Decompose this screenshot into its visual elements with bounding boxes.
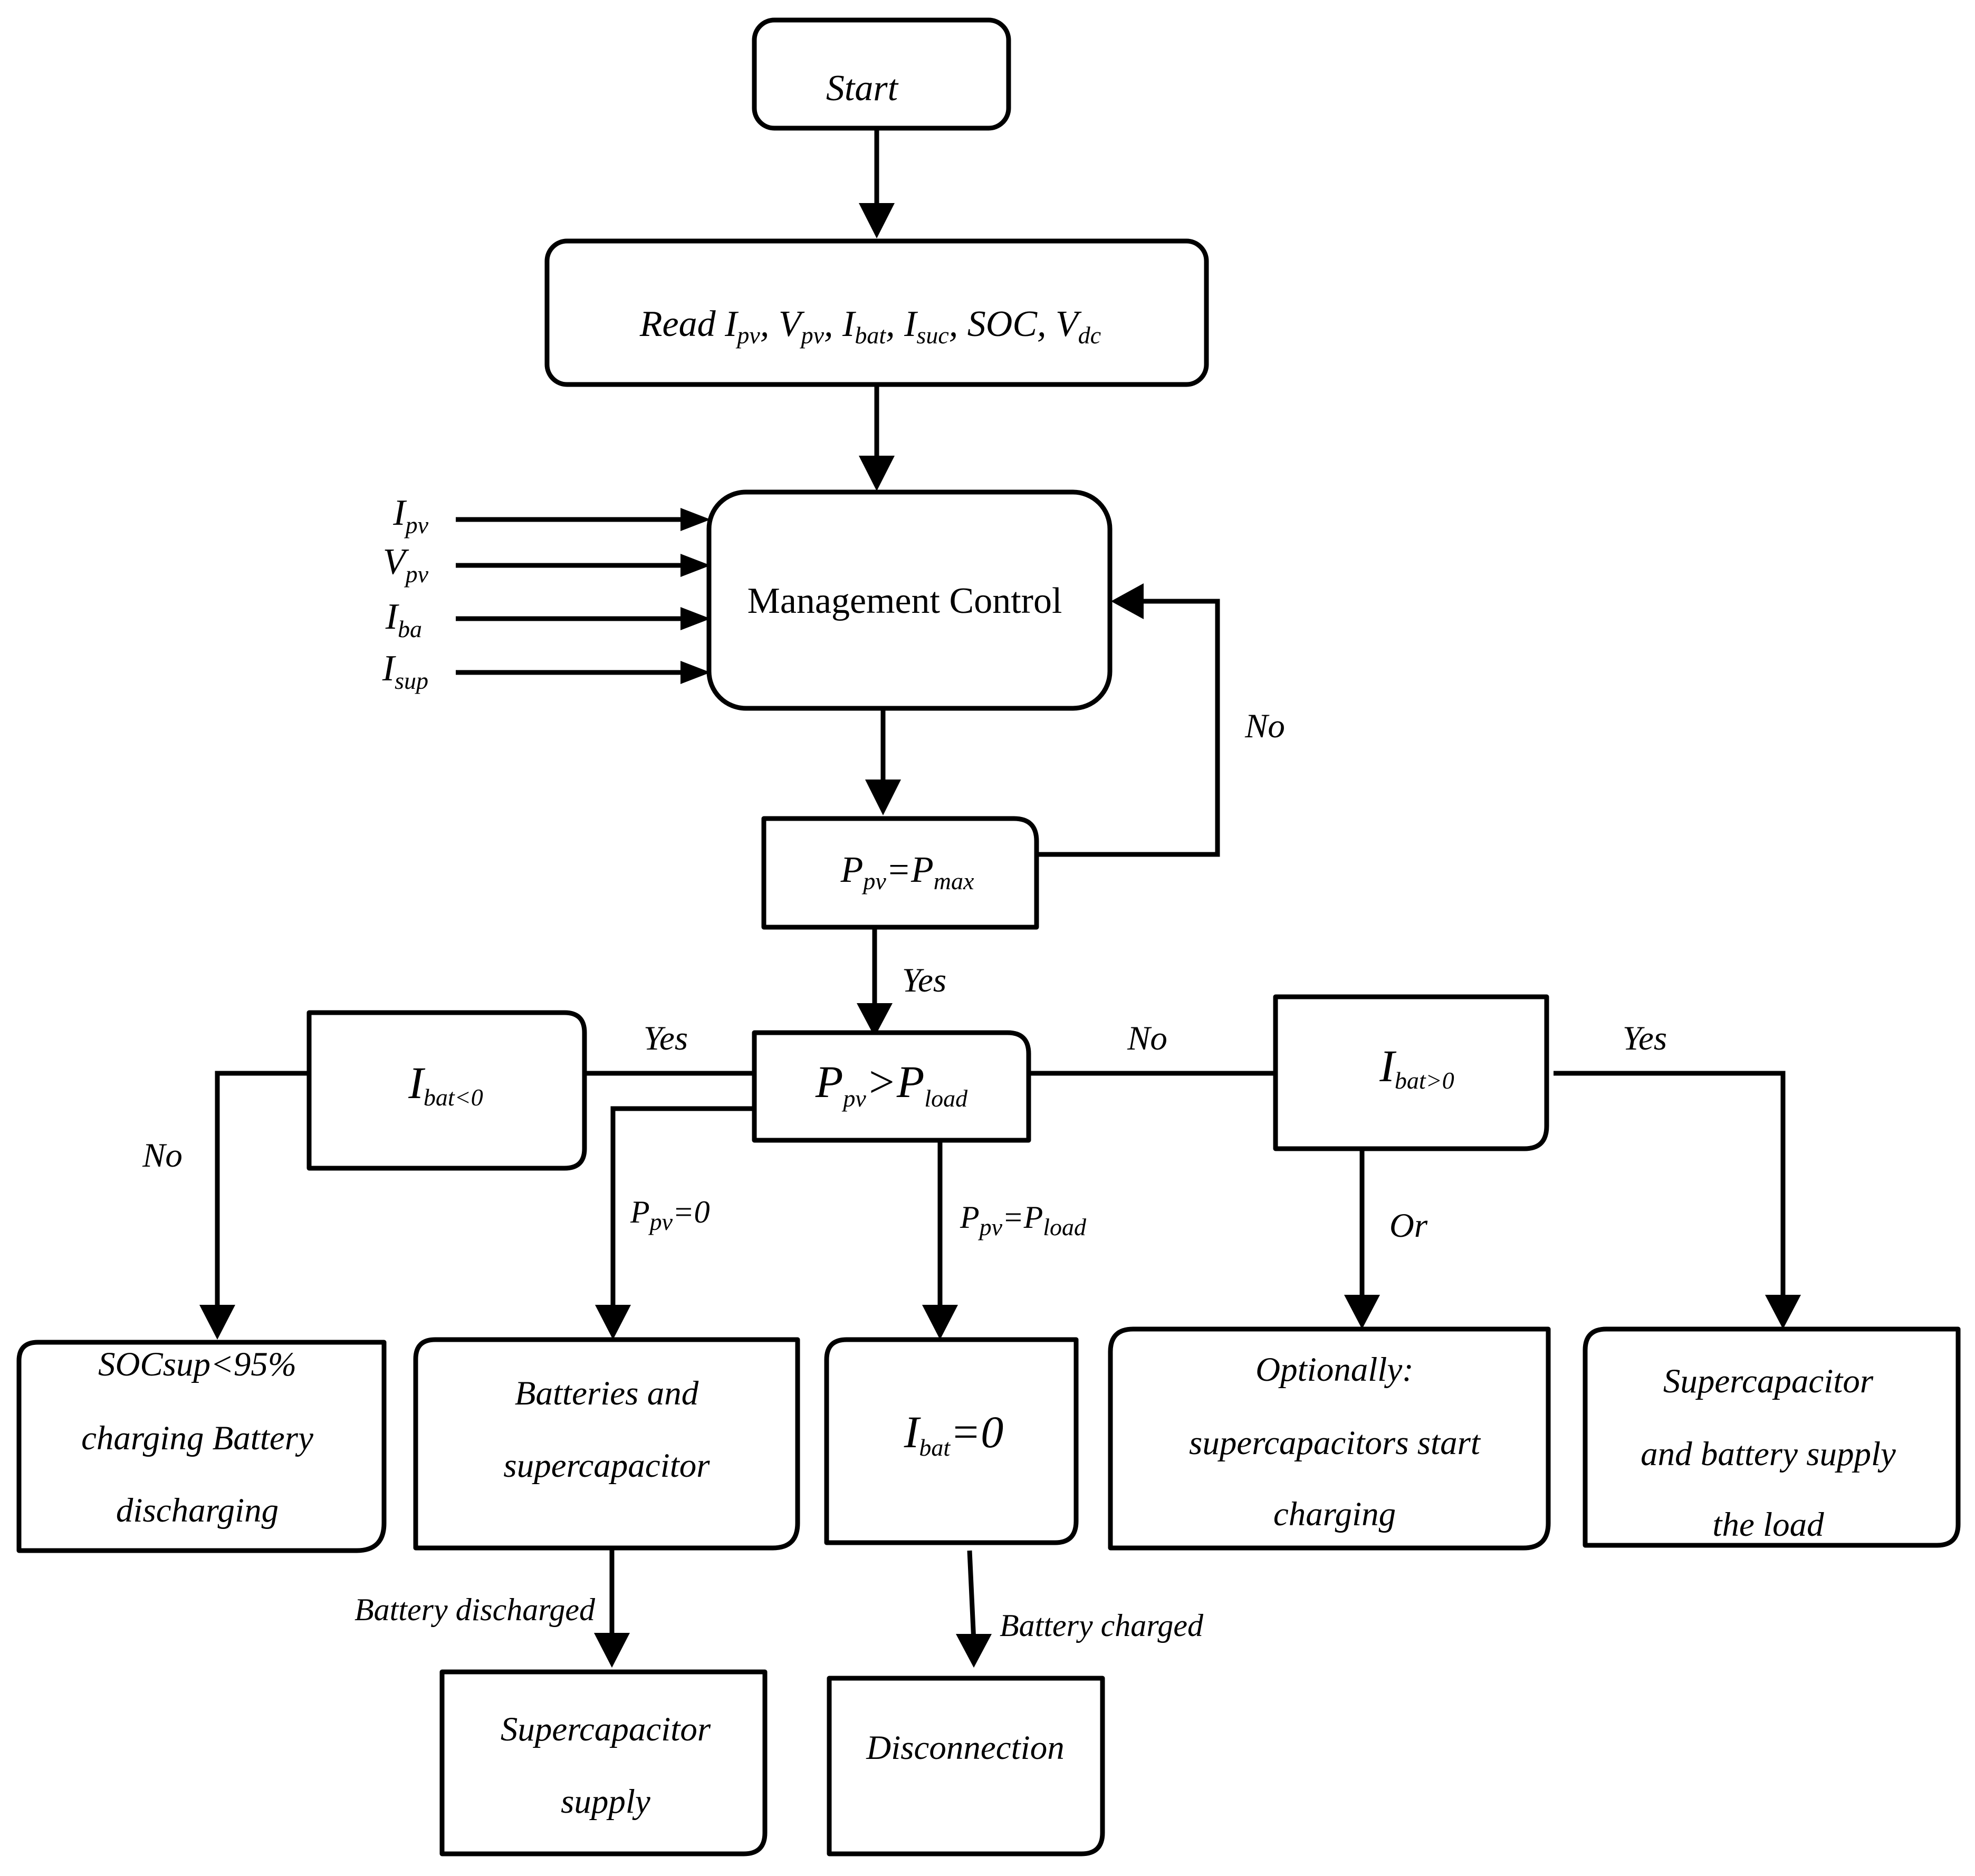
edge-label-ppv-pload: Ppv=Pload [960,1200,1087,1240]
arrowhead [595,1305,631,1340]
arrowhead [680,508,711,531]
supply-load-box [1583,1326,1961,1548]
connector-ibat-pos-supply [1554,1071,1786,1303]
arrowhead [1344,1295,1380,1329]
decision-label-ibat-negative: Ibat<0 [408,1057,483,1111]
decision-box-pload [752,1030,1031,1143]
arrowhead [680,554,711,577]
optionally-line-2: supercapacitors start [1189,1424,1481,1462]
soc-charging-box [16,1340,387,1553]
arrowhead [922,1305,958,1340]
read-label: Read Ipv, Vpv, Ibat, Isuc, SOC, Vdc [639,304,1101,349]
start-box [752,17,1011,131]
connector-ibat-neg-soc [215,1071,308,1313]
decision-box-pmax [761,816,1039,930]
supply-load-line-1: Supercapacitor [1663,1362,1874,1400]
disconnection-label: Disconnection [866,1729,1064,1767]
batteries-line-1: Batteries and [515,1374,699,1412]
supercapacitor-supply-box [439,1669,768,1856]
edge-label-battery-charged: Battery charged [1000,1608,1204,1643]
edge-label-or: Or [1389,1207,1428,1245]
start-label: Start [826,68,899,109]
input-label-vpv: Vpv [383,542,429,588]
arrowhead [1765,1295,1801,1329]
decision-box-ibat-negative [306,1010,587,1171]
optionally-charging-box [1108,1326,1551,1551]
edge-label-no-feedback: No [1244,707,1285,745]
arrowhead [680,661,711,684]
optionally-line-1: Optionally: [1255,1351,1414,1389]
batteries-supercapacitor-box [413,1337,800,1551]
edge-label-yes-left: Yes [644,1019,688,1057]
arrowhead [199,1305,235,1340]
arrowhead [594,1633,630,1668]
decision-label-pload: Ppv>Pload [815,1056,968,1112]
arrowhead [859,203,895,238]
decision-label-ibat-positive: Ibat>0 [1379,1041,1454,1094]
batteries-line-2: supercapacitor [503,1447,710,1485]
management-control-box [706,489,1113,711]
arrowhead [1111,583,1144,619]
supply-load-line-2: and battery supply [1641,1435,1896,1473]
edge-label-no-left: No [142,1137,183,1175]
decision-box-ibat-positive [1273,994,1549,1151]
edge-label-yes-right: Yes [1623,1019,1667,1057]
disconnection-box [827,1676,1105,1856]
arrowhead [680,607,711,630]
super-supply-line-1: Supercapacitor [501,1710,711,1748]
input-label-isup: Isup [382,648,428,694]
connector-ibat-zero-disconnection [967,1550,976,1642]
soc-line-3: discharging [116,1492,279,1529]
super-supply-line-2: supply [561,1783,650,1821]
soc-line-1: SOCsup<95% [98,1345,296,1383]
input-label-iba: Iba [385,597,422,642]
edge-label-no-right: No [1127,1019,1167,1057]
edge-label-yes-pmax: Yes [902,961,946,999]
optionally-line-3: charging [1273,1495,1396,1533]
arrowhead [865,780,901,815]
soc-line-2: charging Battery [81,1419,313,1457]
management-control-label: Management Control [747,581,1062,621]
edge-label-ppv-zero: Ppv=0 [630,1195,710,1235]
supply-load-line-3: the load [1712,1506,1824,1544]
decision-label-pmax: Ppv=Pmax [840,850,974,894]
read-box [544,238,1209,387]
connector-pload-batteries [610,1106,754,1313]
arrowhead [859,456,895,491]
arrowhead [956,1634,992,1668]
input-label-ipv: Ipv [392,493,428,538]
connector-pmax-no-feedback [1036,599,1220,857]
ibat-zero-box [824,1337,1079,1545]
edge-label-battery-discharged: Battery discharged [354,1592,596,1627]
ibat-zero-label: Ibat=0 [904,1407,1003,1461]
arrowhead [857,1003,893,1037]
